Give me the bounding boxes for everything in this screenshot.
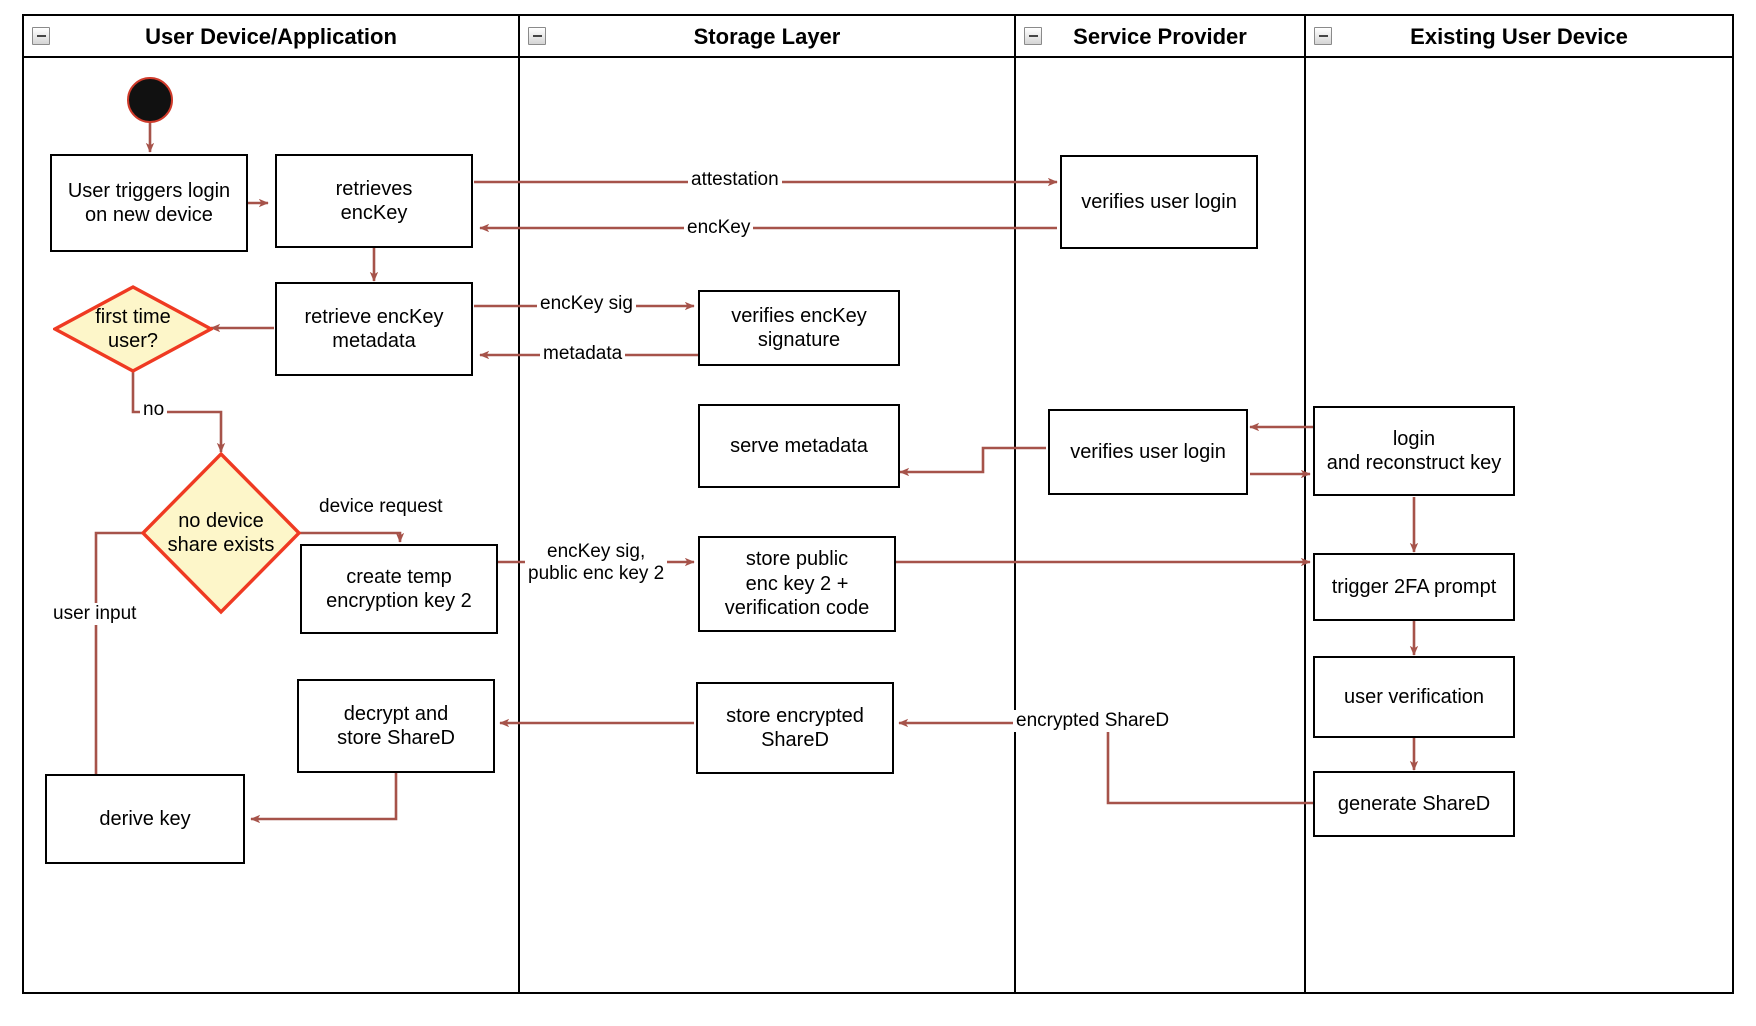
decision-label: first time user?	[95, 306, 171, 352]
node-serve-metadata[interactable]: serve metadata	[698, 404, 900, 488]
node-retrieves-enckey[interactable]: retrieves encKey	[275, 154, 473, 248]
edge-label-device-request: device request	[316, 496, 446, 519]
node-store-encrypted-shared[interactable]: store encrypted ShareD	[696, 682, 894, 774]
collapse-minus-icon[interactable]	[1024, 27, 1042, 45]
edge-label-attestation: attestation	[688, 169, 782, 192]
node-verifies-user-login-1[interactable]: verifies user login	[1060, 155, 1258, 249]
decision-first-time-user[interactable]: first time user?	[53, 285, 213, 373]
edge-label-user-input: user input	[50, 603, 140, 626]
node-decrypt-and-store-shared[interactable]: decrypt and store ShareD	[297, 679, 495, 773]
edge-label-encrypted-shared: encrypted ShareD	[1013, 710, 1173, 733]
edge-label-no: no	[140, 399, 168, 422]
collapse-minus-icon[interactable]	[528, 27, 546, 45]
node-verifies-enckey-signature[interactable]: verifies encKey signature	[698, 290, 900, 366]
edge-label-enckey-sig: encKey sig	[537, 293, 636, 316]
node-create-temp-encryption-key[interactable]: create temp encryption key 2	[300, 544, 498, 634]
decision-label: no device share exists	[167, 510, 275, 556]
edge-label-enckey: encKey	[684, 217, 754, 240]
diamond-shape	[140, 451, 302, 615]
node-retrieve-enckey-metadata[interactable]: retrieve encKey metadata	[275, 282, 473, 376]
edge-label-enckey-sig-public-enc-key: encKey sig, public enc key 2	[525, 541, 668, 586]
node-generate-shared[interactable]: generate ShareD	[1313, 771, 1515, 837]
collapse-minus-icon[interactable]	[32, 27, 50, 45]
node-user-triggers-login[interactable]: User triggers login on new device	[50, 154, 248, 252]
lane-user-device[interactable]: User Device/Application	[24, 16, 520, 992]
lane-existing-device[interactable]: Existing User Device	[1306, 16, 1732, 992]
edge-label-metadata: metadata	[540, 343, 626, 366]
lane-title-user-device: User Device/Application	[145, 24, 397, 49]
lane-title-existing-device: Existing User Device	[1410, 24, 1628, 49]
lane-title-service-provider: Service Provider	[1073, 24, 1247, 49]
start-node	[127, 77, 173, 123]
node-user-verification[interactable]: user verification	[1313, 656, 1515, 738]
lane-storage-layer[interactable]: Storage Layer	[520, 16, 1016, 992]
collapse-minus-icon[interactable]	[1314, 27, 1332, 45]
node-login-and-reconstruct-key[interactable]: login and reconstruct key	[1313, 406, 1515, 496]
node-verifies-user-login-2[interactable]: verifies user login	[1048, 409, 1248, 495]
decision-no-device-share-exists[interactable]: no device share exists	[140, 451, 302, 615]
node-store-public-enc-key[interactable]: store public enc key 2 + verification co…	[698, 536, 896, 632]
lane-service-provider[interactable]: Service Provider	[1016, 16, 1306, 992]
node-derive-key[interactable]: derive key	[45, 774, 245, 864]
node-trigger-2fa-prompt[interactable]: trigger 2FA prompt	[1313, 553, 1515, 621]
lane-title-storage-layer: Storage Layer	[693, 24, 841, 49]
